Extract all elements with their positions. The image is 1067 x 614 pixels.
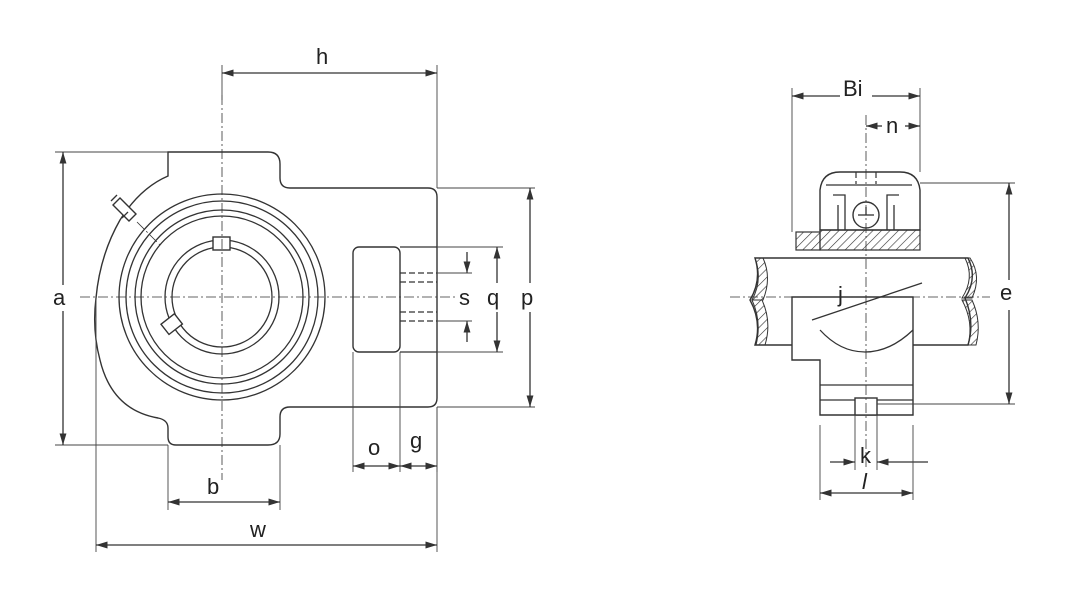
- label-n: n: [886, 113, 898, 138]
- front-view: h a b w o g s q: [48, 44, 535, 552]
- label-p: p: [521, 285, 533, 310]
- label-o: o: [368, 435, 380, 460]
- set-screw-top: [212, 236, 231, 251]
- label-b: b: [207, 474, 219, 499]
- label-k: k: [860, 443, 872, 468]
- side-view: j Bi n e k l: [730, 76, 1015, 500]
- grease-nipple-icon: [110, 194, 161, 246]
- collar-hatch: [795, 231, 821, 251]
- label-e: e: [1000, 280, 1012, 305]
- label-s: s: [459, 285, 470, 310]
- slot-block: [352, 246, 401, 353]
- label-g: g: [410, 428, 422, 453]
- label-j: j: [837, 282, 843, 307]
- housing-outline: [93, 151, 438, 446]
- label-a: a: [53, 285, 66, 310]
- dim-j: [811, 282, 923, 321]
- label-w: w: [249, 517, 266, 542]
- label-l: l: [862, 469, 868, 494]
- label-q: q: [487, 285, 499, 310]
- inner-ring-hatch: [819, 229, 921, 251]
- label-bi: Bi: [843, 76, 863, 101]
- label-h: h: [316, 44, 328, 69]
- set-screw-side: [160, 312, 184, 336]
- side-housing: [791, 296, 914, 416]
